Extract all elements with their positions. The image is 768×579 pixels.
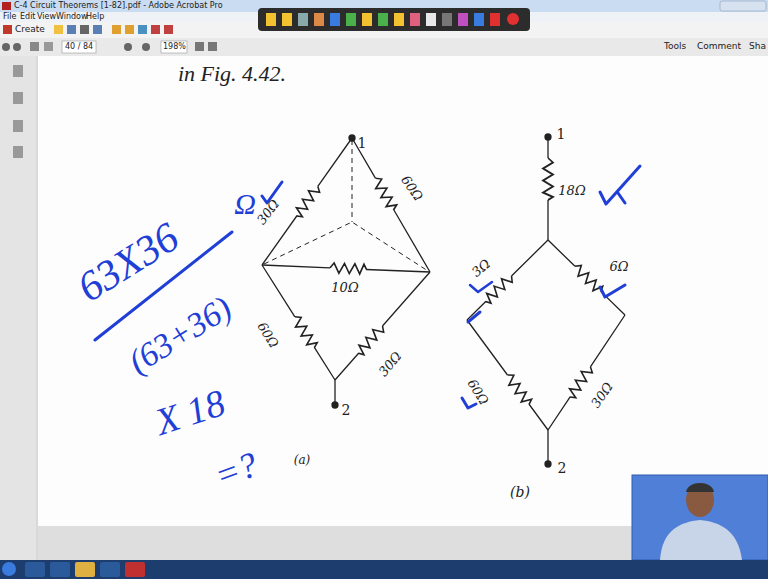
resistance-value: 60Ω (465, 377, 491, 407)
page-field (62, 41, 96, 53)
window-title: C-4 Circuit Theorems [1-82].pdf - Adobe … (14, 2, 223, 10)
figure-label: (a) (294, 454, 311, 466)
resistance-value: 6Ω (609, 260, 628, 273)
menu-item: Edit (20, 13, 36, 21)
terminal-label: 1 (557, 127, 566, 141)
pdf-page (38, 56, 768, 526)
resistance-value: 30Ω (589, 380, 615, 410)
zoom-field (161, 41, 187, 53)
circuit-a (262, 135, 430, 408)
tools-tab: Tools (664, 42, 686, 51)
pen-tool-icons (266, 13, 519, 26)
circuit-b (467, 134, 625, 467)
resistance-value: 30Ω (254, 197, 281, 227)
figure-label: (b) (510, 485, 530, 499)
window-buttons (720, 1, 766, 11)
menu-item: View (37, 13, 56, 21)
presenter-video (632, 475, 768, 560)
pen-marks (95, 166, 640, 408)
create-icon (3, 25, 12, 34)
handwritten-note: Ω (234, 189, 256, 219)
share-tab: Sha (749, 42, 766, 51)
create-button: Create (15, 25, 45, 34)
handwritten-note: 63X36 (70, 215, 185, 309)
menu-item: Window (56, 13, 88, 21)
resistance-value: 18Ω (558, 184, 585, 197)
app-icon (2, 2, 11, 10)
terminal-label: 2 (342, 403, 351, 417)
resistance-value: 30Ω (376, 349, 404, 378)
pen-toolbar (258, 8, 530, 31)
resistance-value: 10Ω (331, 281, 358, 294)
nav-icons (2, 42, 217, 51)
terminal-label: 2 (558, 461, 567, 475)
menu-item: Help (86, 13, 104, 21)
resistance-value: 60Ω (399, 173, 425, 203)
figure-reference: in Fig. 4.42. (178, 63, 286, 85)
toolbar-icons (54, 25, 173, 34)
handwritten-note: X 18 (150, 383, 229, 441)
taskbar-icons (2, 562, 145, 577)
side-panel (0, 56, 36, 560)
menu-item: File (3, 13, 16, 21)
nav-bar (0, 38, 768, 56)
zoom-level: 198% (163, 43, 186, 51)
terminal-label: 1 (358, 136, 367, 150)
handwritten-note: (63+36) (123, 290, 237, 379)
handwritten-note: =? (210, 446, 262, 494)
comment-tab: Comment (697, 42, 741, 51)
page-number: 40 / 84 (65, 43, 93, 51)
resistance-value: 60Ω (255, 320, 281, 350)
taskbar (0, 560, 768, 579)
resistance-value: 3Ω (470, 257, 493, 279)
side-icons (13, 65, 23, 158)
